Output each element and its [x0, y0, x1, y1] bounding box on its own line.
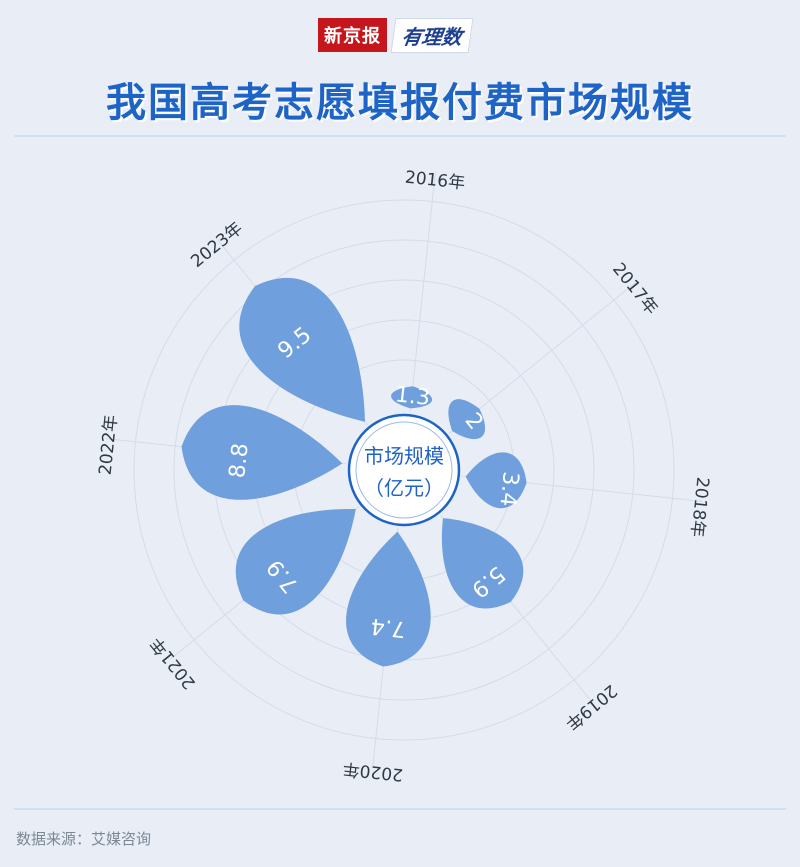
- chart-center: 市场规模 （亿元）: [347, 413, 461, 527]
- value-label: 3.4: [494, 470, 523, 507]
- brand-logo-xinjingbao: 新京报: [318, 18, 387, 52]
- category-label: 2017年: [608, 259, 661, 318]
- category-label: 2022年: [96, 414, 122, 476]
- value-label: 8.8: [225, 442, 254, 479]
- value-label: 1.3: [394, 382, 431, 411]
- petal-2023年: [239, 277, 365, 422]
- center-unit: （亿元）: [364, 476, 444, 500]
- data-source: 数据来源：艾媒咨询: [16, 830, 152, 848]
- brand-logo: 新京报 有理数: [318, 17, 474, 53]
- petal-2020年: [346, 531, 431, 667]
- page-title: 我国高考志愿填报付费市场规模: [106, 80, 694, 126]
- grid-spoke: [409, 171, 436, 413]
- center-label: 市场规模: [364, 444, 444, 468]
- petal-2022年: [181, 405, 343, 500]
- value-label: 7.4: [370, 613, 407, 642]
- center-inner-ring: [355, 421, 453, 519]
- grid-ring: [133, 199, 675, 741]
- petal-2021年: [235, 508, 356, 615]
- category-label: 2020年: [342, 758, 404, 784]
- grid-ring: [173, 239, 635, 701]
- brand-logo-youlishu: 有理数: [390, 17, 474, 53]
- bottom-divider: [14, 808, 786, 810]
- category-label: 2016年: [404, 168, 466, 194]
- grid-spoke: [448, 280, 638, 434]
- center-circle: [347, 413, 461, 527]
- top-divider: [14, 135, 786, 137]
- petal-2019年: [441, 518, 524, 609]
- category-label: 2019年: [561, 680, 620, 733]
- petal-2016年: [391, 386, 433, 409]
- petal-2018年: [465, 452, 527, 509]
- petal-2017年: [448, 399, 486, 440]
- category-label: 2018年: [686, 476, 712, 538]
- category-label: 2023年: [187, 218, 246, 271]
- chart-petals: [181, 277, 527, 667]
